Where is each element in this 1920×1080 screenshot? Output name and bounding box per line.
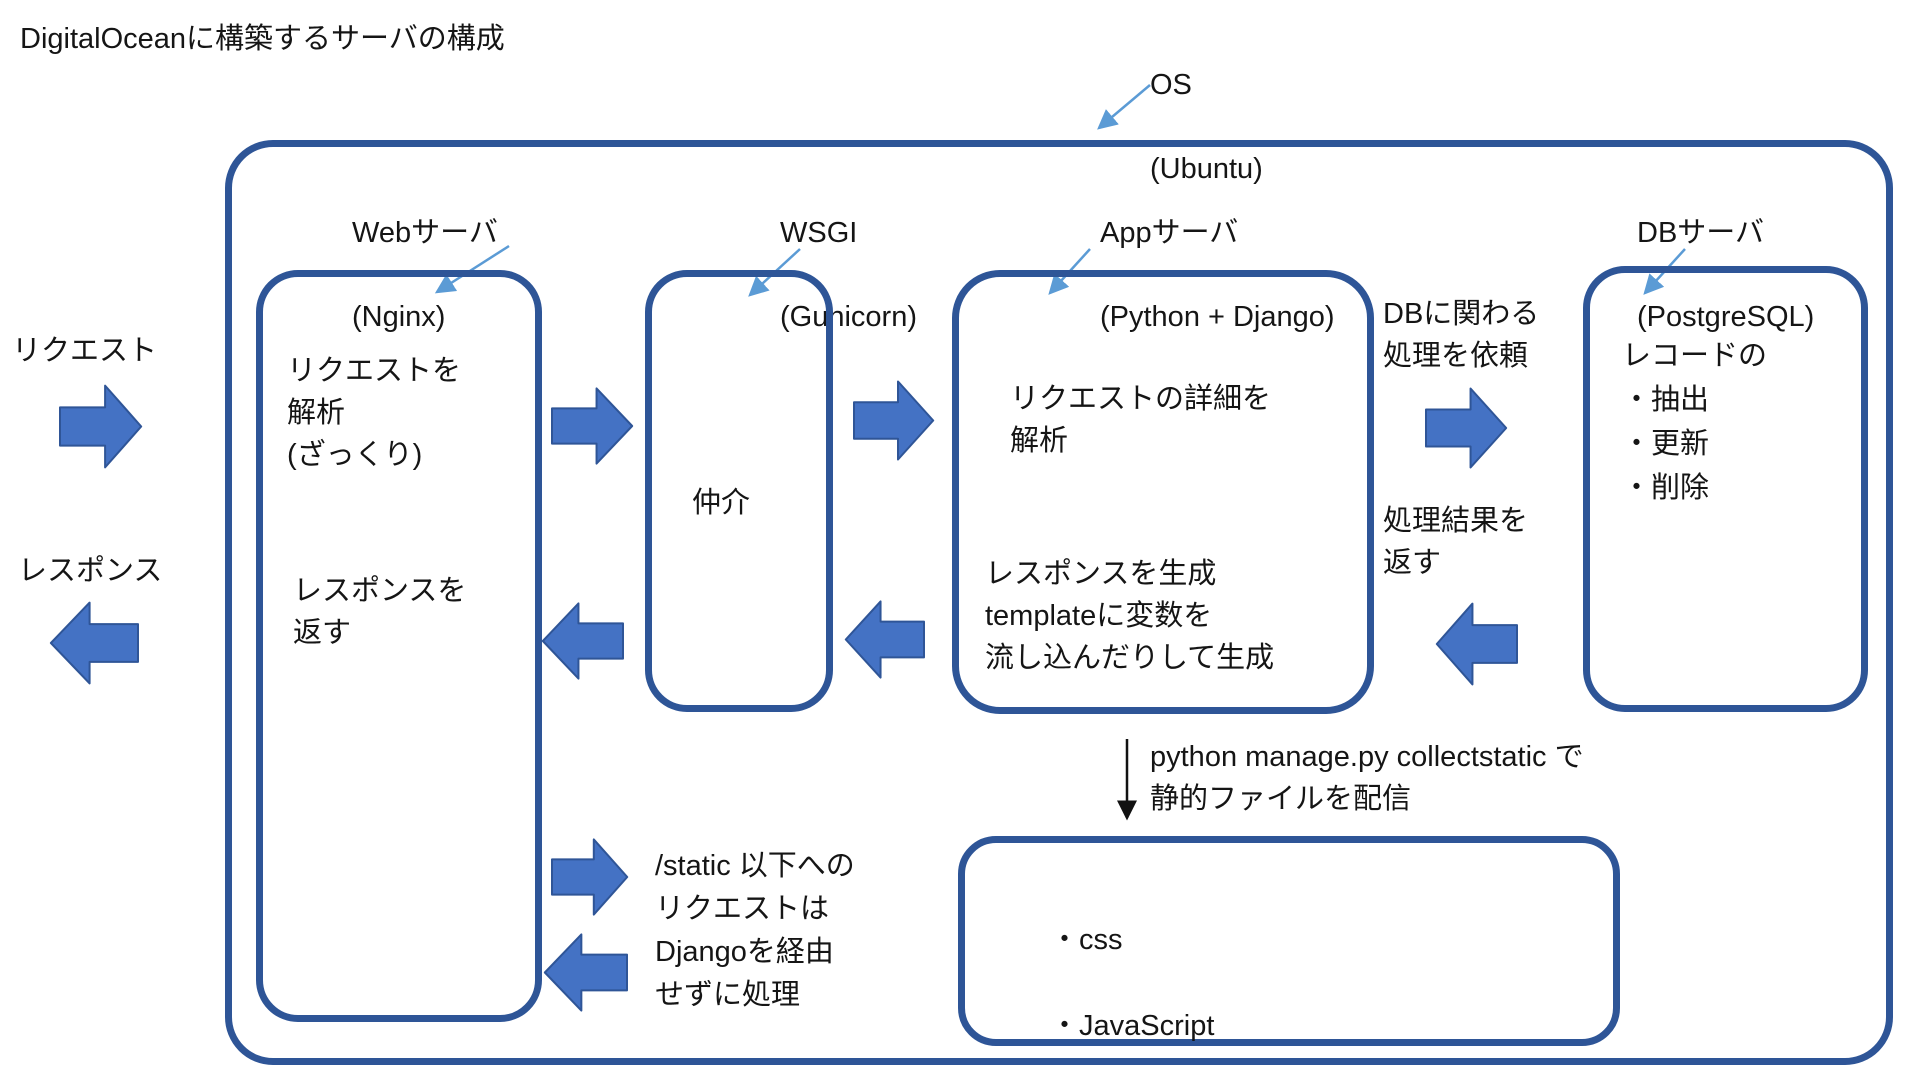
web-server-box (256, 270, 542, 1022)
app-server-name: Appサーバ (1100, 217, 1239, 249)
web-task-top-text: リクエストを 解析 (ざっくり) (287, 355, 462, 471)
os-detail: (Ubuntu) (1150, 153, 1263, 185)
request-label: リクエスト (12, 335, 158, 367)
db-response-note: 処理結果を 返す (1383, 505, 1529, 579)
app-server-label: Appサーバ (Python + Django) (1100, 170, 1335, 380)
response-arrow-icon (50, 600, 138, 686)
web-task-bottom-text: レスポンスを 返す (293, 575, 467, 649)
os-name: OS (1150, 69, 1192, 101)
web-to-wsgi-arrow-icon (552, 386, 633, 466)
static-route-note: /static 以下への リクエストは Djangoを経由 せずに処理 (655, 850, 855, 1011)
app-task-bottom-text: レスポンスを生成 templateに変数を 流し込んだりして生成 (985, 558, 1275, 674)
db-task-text: レコードの ・抽出 ・更新 ・削除 (1622, 340, 1768, 504)
wsgi-task-text: 仲介 (692, 487, 751, 519)
db-server-name: DBサーバ (1637, 217, 1764, 249)
web-server-detail: (Nginx) (352, 301, 446, 333)
static-to-web-arrow-icon (544, 932, 627, 1013)
web-pointer-arrow-icon (434, 244, 510, 294)
db-server-label: DBサーバ (PostgreSQL) (1637, 170, 1814, 380)
static-files-box (958, 836, 1620, 1046)
wsgi-box (645, 270, 833, 712)
diagram-title: DigitalOceanに構築するサーバの構成 (20, 23, 505, 55)
app-to-db-arrow-icon (1426, 386, 1507, 470)
os-box (225, 140, 1893, 1065)
wsgi-name: WSGI (780, 217, 858, 249)
os-label: OS (Ubuntu) (1150, 22, 1263, 232)
response-label: レスポンス (18, 555, 163, 587)
app-task-top-text: リクエストの詳細を 解析 (1010, 383, 1272, 457)
request-arrow-icon (60, 383, 142, 470)
collectstatic-note: python manage.py collectstatic で 静的ファイルを… (1150, 741, 1584, 815)
static-files-list: ・css ・JavaScript ・… (1050, 876, 1214, 1080)
db-server-detail: (PostgreSQL) (1637, 301, 1815, 333)
web-to-static-arrow-icon (552, 837, 628, 917)
app-server-detail: (Python + Django) (1100, 301, 1335, 333)
web-server-label: Webサーバ (Nginx) (352, 170, 498, 380)
wsgi-to-app-arrow-icon (854, 379, 934, 462)
os-pointer-arrow-icon (1097, 84, 1151, 130)
db-request-note: DBに関わる 処理を依頼 (1383, 298, 1540, 372)
wsgi-to-web-arrow-icon (542, 601, 623, 681)
app-server-box (952, 270, 1374, 714)
db-server-box (1583, 266, 1868, 712)
static-file-item-css: ・css (1050, 924, 1123, 956)
collectstatic-down-arrow-icon (1117, 739, 1137, 821)
web-server-name: Webサーバ (352, 217, 498, 249)
static-file-item-javascript: ・JavaScript (1050, 1010, 1215, 1042)
db-to-app-arrow-icon (1436, 601, 1517, 687)
app-to-wsgi-arrow-icon (845, 599, 924, 680)
